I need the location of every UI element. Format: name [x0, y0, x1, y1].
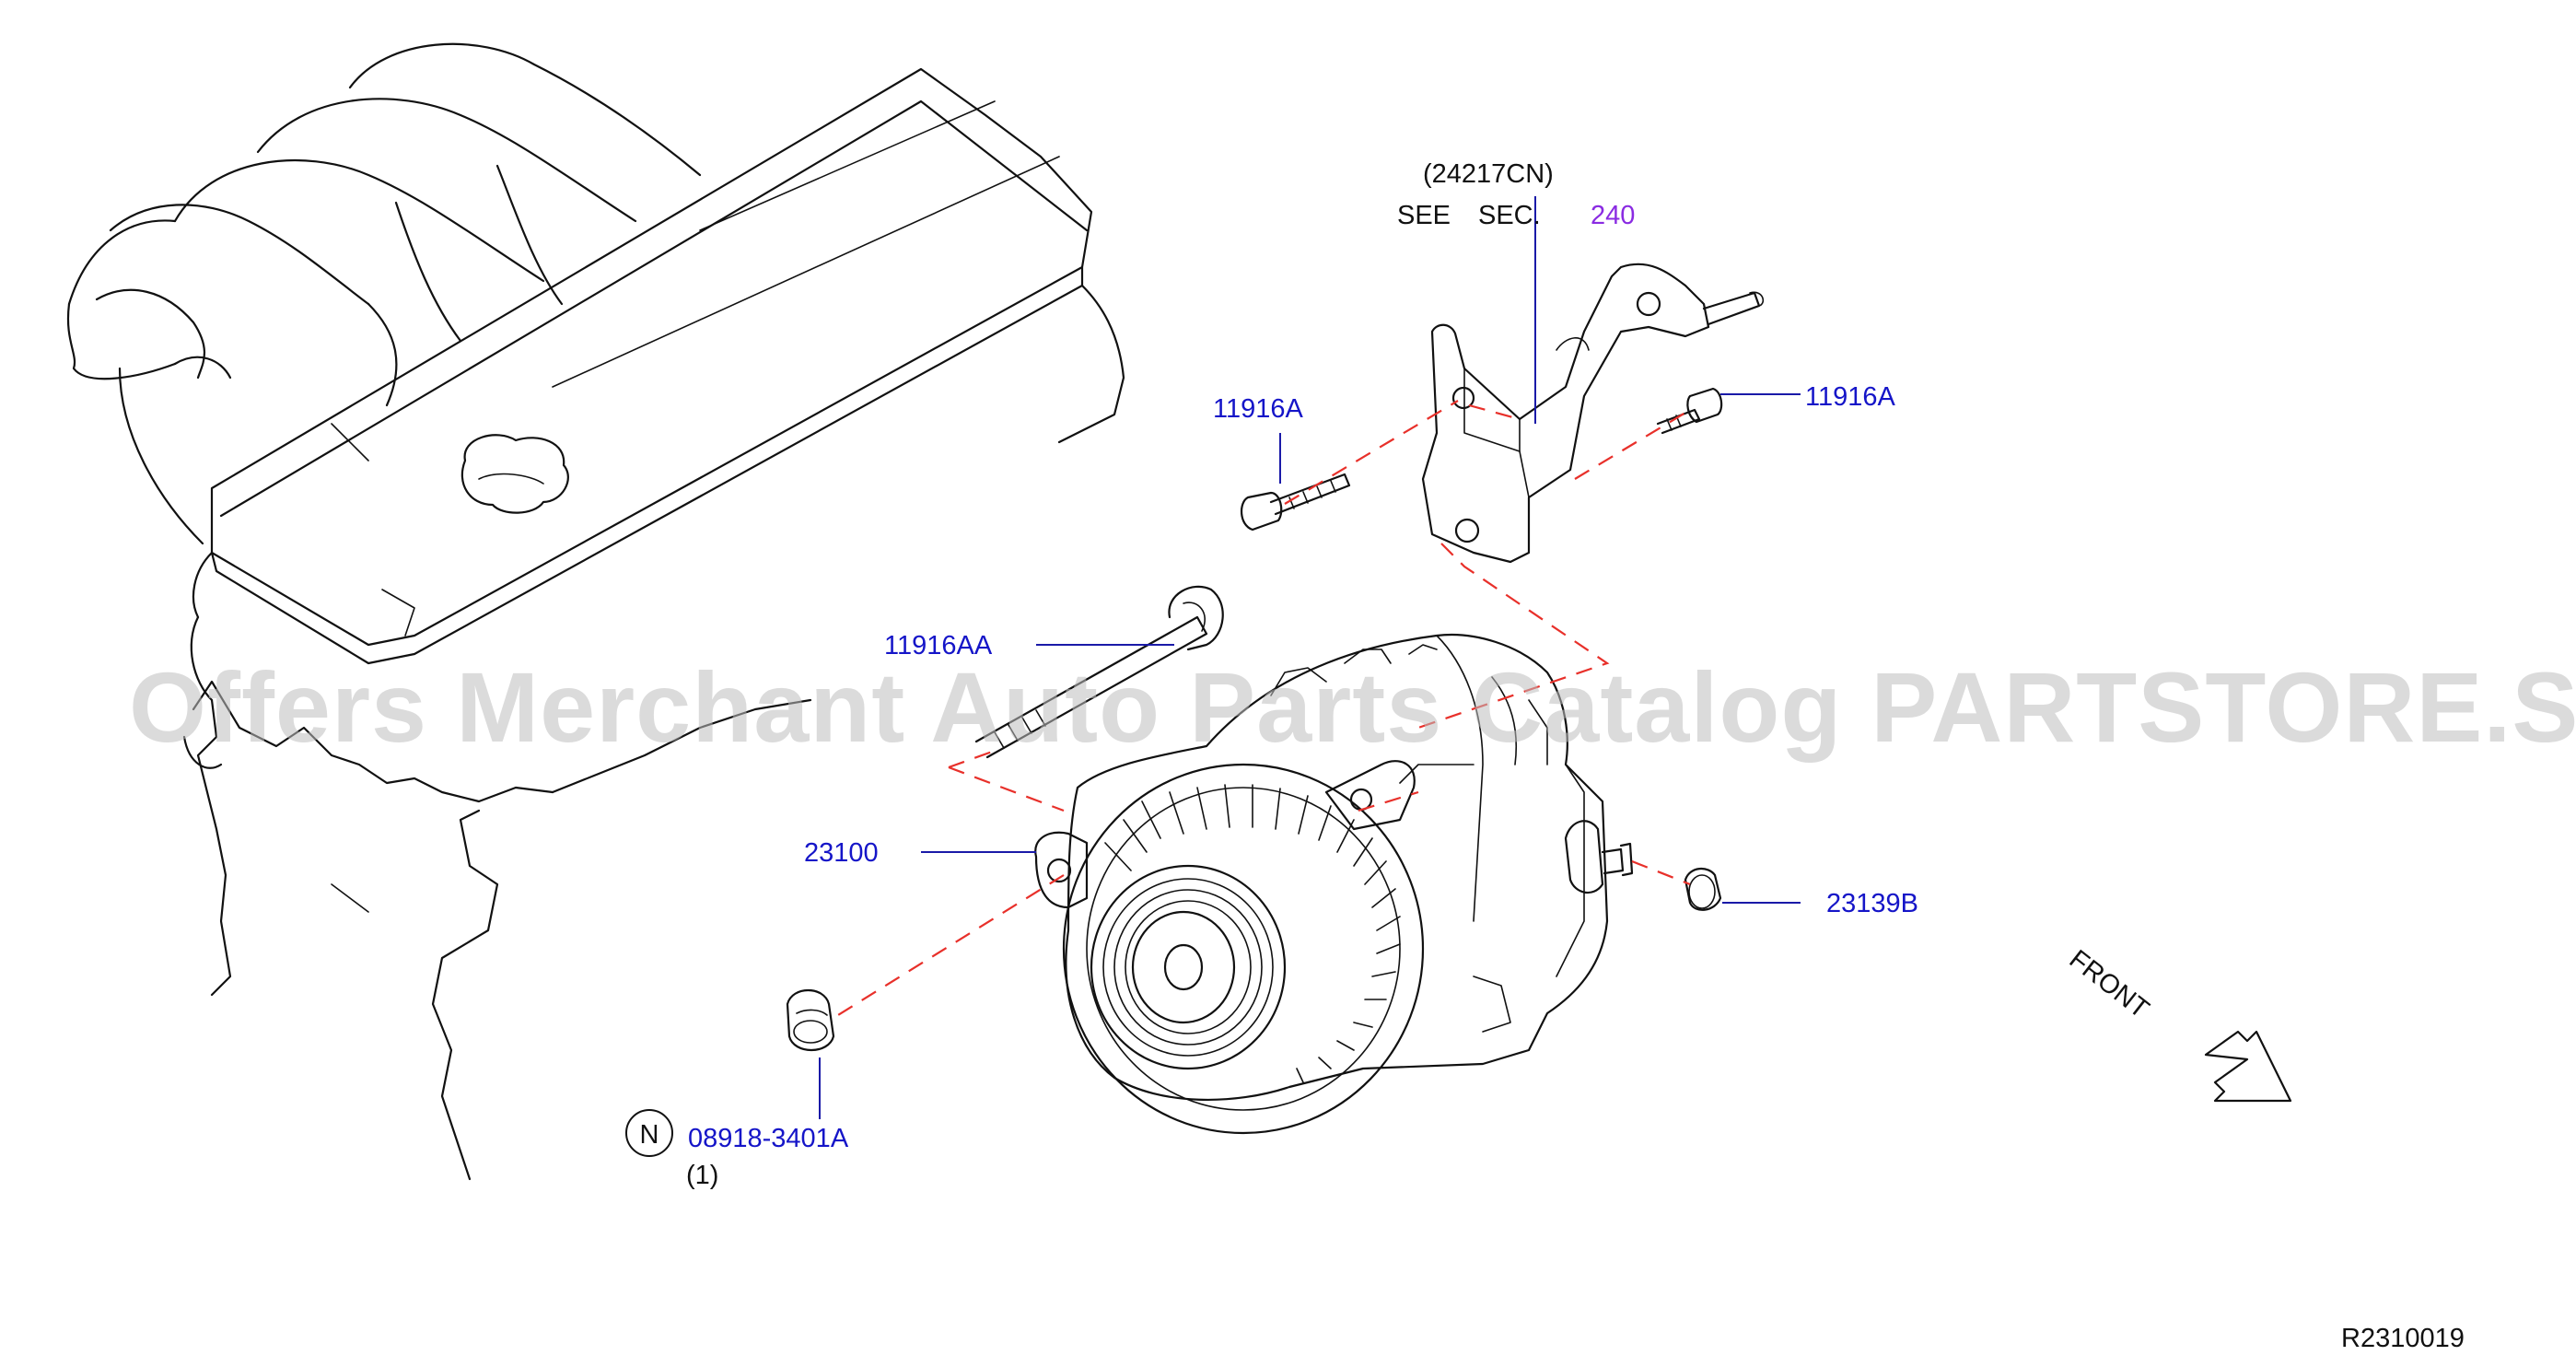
callout-11916aa[interactable]: 11916AA: [884, 631, 993, 660]
n-badge-icon: [625, 1109, 673, 1157]
see-label: SEE: [1397, 201, 1451, 230]
front-indicator: FRONT: [2064, 944, 2292, 1103]
n-badge-letter: N: [640, 1120, 659, 1150]
section-reference[interactable]: (24217CN) SEE SEC. 240: [1397, 159, 1635, 230]
assembly-dashed-lines: [833, 400, 1691, 1019]
front-arrow-icon: [2204, 1030, 2292, 1103]
bolt-11916a-right-drawing: [1656, 387, 1723, 435]
callout-08918-3401a-qty: (1): [686, 1161, 718, 1190]
callout-08918-3401a-group: N 08918-3401A (1): [625, 1109, 849, 1190]
nut-23139b-drawing: [1684, 868, 1722, 911]
sec-label: SEC.: [1478, 201, 1541, 230]
front-label: FRONT: [2064, 944, 2155, 1024]
leader-lines: [819, 196, 1801, 1119]
diagram-code: R2310019: [2341, 1324, 2465, 1353]
watermark-text: Offers Merchant Auto Parts Catalog PARTS…: [129, 651, 2576, 763]
section-ref-code: (24217CN): [1423, 159, 1554, 189]
alternator-bracket-drawing: [1421, 263, 1765, 564]
bolt-11916a-left-drawing: [1241, 473, 1351, 532]
callout-23139b[interactable]: 23139B: [1826, 889, 1918, 918]
callout-23100[interactable]: 23100: [804, 838, 879, 868]
alternator-23100-drawing: [1034, 634, 1634, 1135]
callout-08918-3401a[interactable]: 08918-3401A: [688, 1124, 849, 1153]
engine-block-drawing: [66, 42, 1125, 1181]
callout-11916a-left[interactable]: 11916A: [1213, 394, 1303, 424]
long-bolt-11916aa-drawing: [974, 585, 1224, 759]
section-link-240[interactable]: 240: [1591, 201, 1635, 230]
nut-08918-3401a-drawing: [786, 989, 835, 1051]
callout-11916a-right[interactable]: 11916A: [1805, 382, 1895, 412]
